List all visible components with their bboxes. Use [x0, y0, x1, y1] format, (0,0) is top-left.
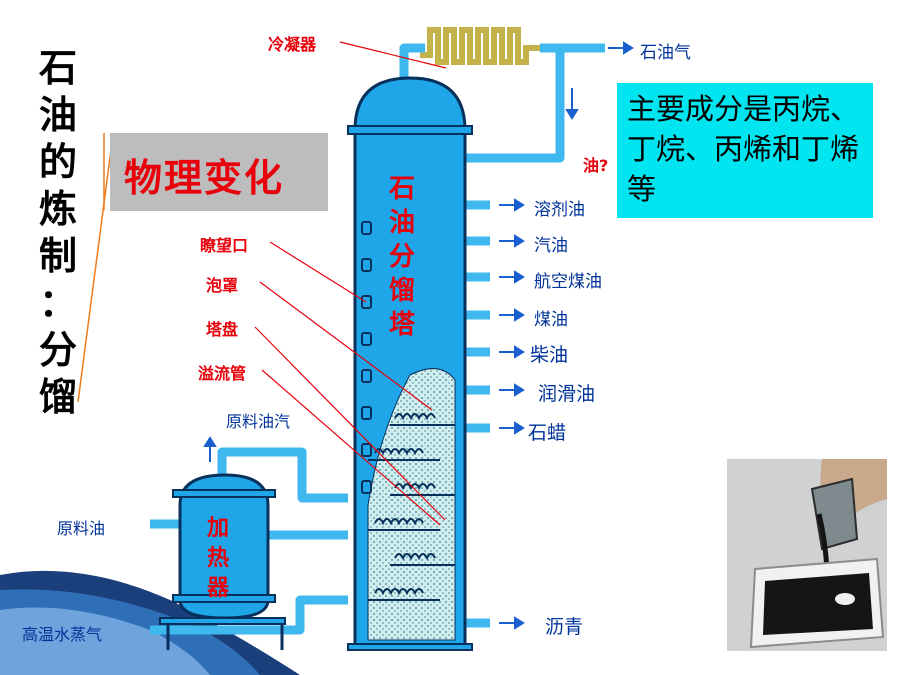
product-label: 航空煤油	[534, 272, 602, 292]
crude-oil-image	[727, 459, 887, 651]
heater-label-char: 器	[206, 575, 229, 601]
title-char: ：	[38, 280, 77, 325]
corner-decoration	[0, 570, 300, 675]
tower-label-char: 馏	[388, 276, 415, 306]
label-feed-vapor: 原料油汽	[226, 412, 291, 431]
title-char: 石	[38, 45, 77, 90]
leader-lines	[254, 41, 447, 526]
product-label: 沥青	[545, 616, 584, 638]
label-bubble-cap: 泡罩	[206, 276, 239, 295]
tower-label-char: 分	[388, 242, 415, 272]
title-char: 馏	[38, 374, 77, 419]
product-label: 石蜡	[528, 422, 567, 444]
label-condenser: 冷凝器	[268, 35, 317, 54]
flow-arrows	[203, 41, 634, 630]
heater-label-char: 加	[206, 515, 229, 541]
heater-label: 加 热 器	[198, 513, 238, 603]
condenser-coil	[420, 27, 545, 65]
vertical-title: 石 油 的 炼 制 ： 分 馏	[32, 44, 84, 420]
label-sight-glass: 瞭望口	[200, 236, 249, 255]
physical-change-text: 物理变化	[124, 156, 285, 200]
title-char: 的	[38, 139, 77, 184]
label-overflow-pipe: 溢流管	[198, 364, 247, 383]
info-box: 主要成分是丙烷、丁烷、丙烯和丁烯等	[617, 83, 873, 218]
pipes	[150, 43, 605, 635]
product-label: 柴油	[530, 344, 569, 366]
label-tray: 塔盘	[206, 320, 239, 339]
heater-label-char: 热	[206, 545, 229, 571]
physical-change-tag: 物理变化	[110, 133, 328, 211]
title-char: 炼	[38, 186, 77, 231]
tower-label-char: 油	[388, 208, 415, 238]
product-label: 石油气	[640, 43, 691, 63]
distillation-tower	[347, 76, 473, 651]
title-char: 分	[38, 327, 77, 372]
title-char: 油	[38, 92, 77, 137]
product-label: 溶剂油	[534, 200, 585, 220]
label-steam: 高温水蒸气	[22, 625, 103, 644]
title-char: 制	[38, 233, 77, 278]
product-label: 汽油	[534, 236, 568, 256]
tower-label-char: 塔	[388, 310, 415, 340]
heater-vessel	[159, 473, 286, 650]
tower-label-char: 石	[388, 174, 415, 204]
label-reflux: 油?	[583, 156, 609, 175]
tower-label: 石 油 分 馏 塔	[384, 172, 420, 342]
label-feed-oil: 原料油	[57, 519, 106, 538]
product-label: 煤油	[534, 310, 568, 330]
product-label: 润滑油	[538, 383, 596, 405]
crude-oil-photo	[727, 459, 887, 651]
